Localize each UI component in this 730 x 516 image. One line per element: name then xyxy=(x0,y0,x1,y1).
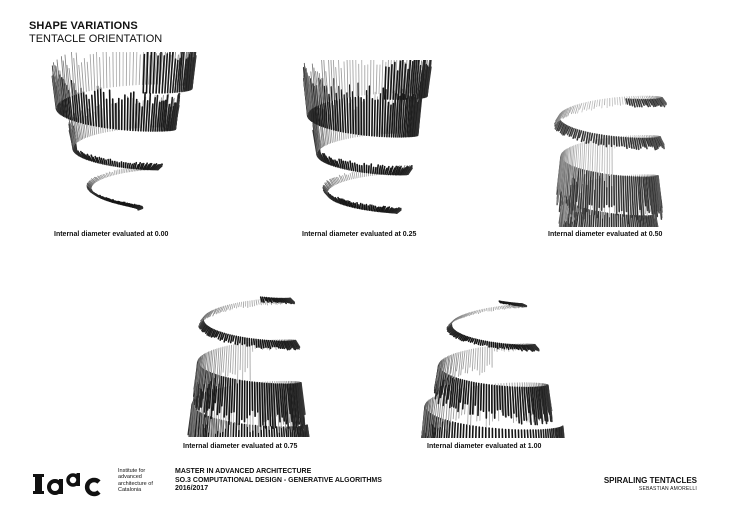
program-line-3: 2016/2017 xyxy=(175,485,382,494)
caption-variation-1: Internal diameter evaluated at 0.25 xyxy=(302,231,416,238)
tentacle-render-image xyxy=(520,62,700,227)
caption-variation-2: Internal diameter evaluated at 0.50 xyxy=(548,231,662,238)
tentacle-render-image xyxy=(275,60,455,225)
render-variation-3 xyxy=(158,262,338,437)
tentacle-render-image xyxy=(158,262,338,437)
iaac-logo xyxy=(33,470,111,498)
render-variation-0 xyxy=(30,52,210,222)
project-author: SEBASTIAN AMORELLI xyxy=(639,486,697,492)
render-variation-1 xyxy=(275,60,455,225)
page-subtitle: TENTACLE ORIENTATION xyxy=(29,33,162,45)
caption-variation-4: Internal diameter evaluated at 1.00 xyxy=(427,443,541,450)
program-line-1: MASTER IN ADVANCED ARCHITECTURE xyxy=(175,468,382,477)
tentacle-render-image xyxy=(30,52,210,222)
render-variation-4 xyxy=(400,268,580,438)
program-info: MASTER IN ADVANCED ARCHITECTURE SO.3 COM… xyxy=(175,468,382,494)
caption-variation-3: Internal diameter evaluated at 0.75 xyxy=(183,443,297,450)
page-title: SHAPE VARIATIONS xyxy=(29,20,138,32)
render-variation-2 xyxy=(520,62,700,227)
project-title: SPIRALING TENTACLES xyxy=(604,476,697,485)
program-line-2: SO.3 COMPUTATIONAL DESIGN - GENERATIVE A… xyxy=(175,477,382,486)
caption-variation-0: Internal diameter evaluated at 0.00 xyxy=(54,231,168,238)
institute-text: Institute for advanced architecture of C… xyxy=(118,468,158,493)
tentacle-render-image xyxy=(400,268,580,438)
